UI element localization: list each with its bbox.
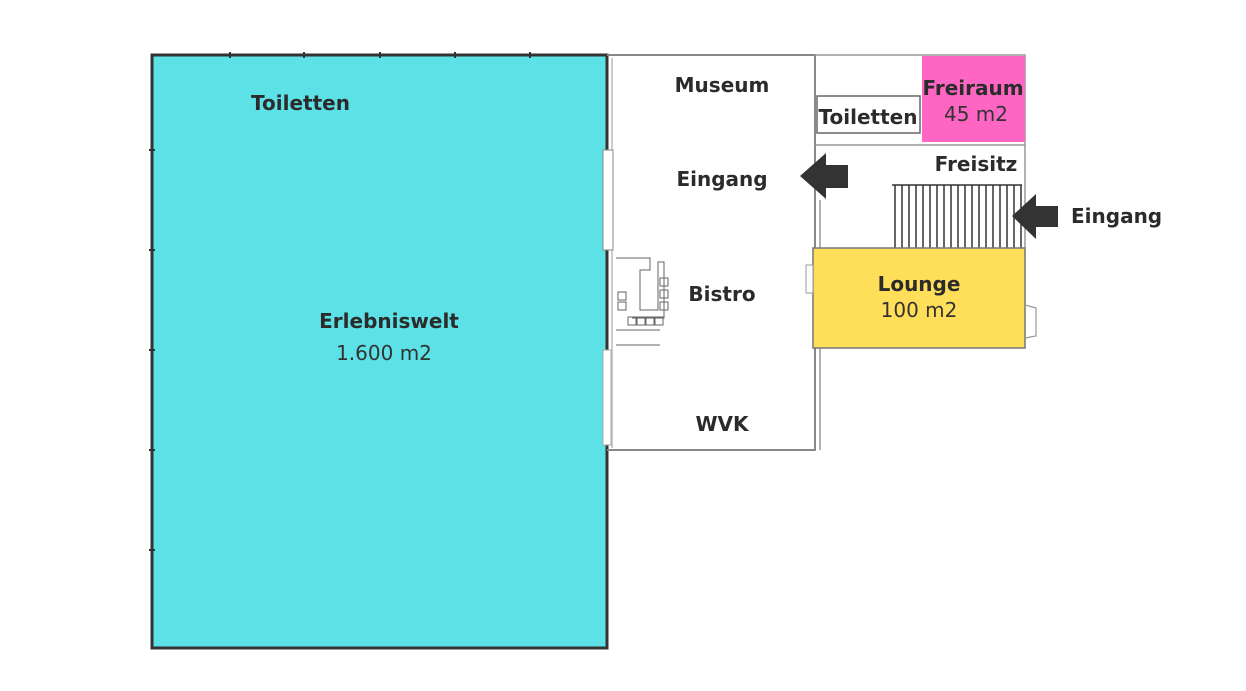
erlebniswelt-area: 1.600 m2: [336, 341, 432, 365]
lounge-door: [805, 264, 814, 294]
bistro-label: Bistro: [688, 282, 756, 306]
wall-ticks: [149, 52, 531, 551]
lounge-area: 100 m2: [880, 298, 958, 322]
eingang-inner-label: Eingang: [676, 167, 768, 191]
middle-wing-wall: [607, 54, 816, 451]
middle-door-upper: [602, 149, 614, 251]
arrow-left-icon: [1012, 194, 1058, 239]
right-wing-wall: [815, 54, 1026, 248]
toiletten-right-label: Toiletten: [818, 105, 918, 129]
freiraum-area: 45 m2: [943, 102, 1009, 126]
museum-label: Museum: [674, 73, 770, 97]
freisitz-label: Freisitz: [934, 152, 1018, 176]
middle-door-lower: [602, 349, 612, 446]
arrow-left-icon: [800, 153, 848, 199]
erlebniswelt-room: [150, 53, 609, 650]
toiletten-left-label: Toiletten: [251, 91, 350, 115]
lounge-room: [812, 247, 1026, 349]
lounge-bay: [1024, 304, 1037, 339]
bistro-counter: [616, 257, 669, 346]
freiraum-room: [922, 56, 1025, 142]
lounge-label: Lounge: [877, 272, 961, 296]
eingang-outer-label: Eingang: [1071, 204, 1163, 228]
erlebniswelt-label: Erlebniswelt: [319, 309, 459, 333]
wvk-label: WVK: [695, 412, 749, 436]
stairs-hatch: [892, 184, 1022, 248]
freiraum-label: Freiraum: [922, 76, 1024, 100]
toiletten-right-room: [816, 95, 921, 134]
